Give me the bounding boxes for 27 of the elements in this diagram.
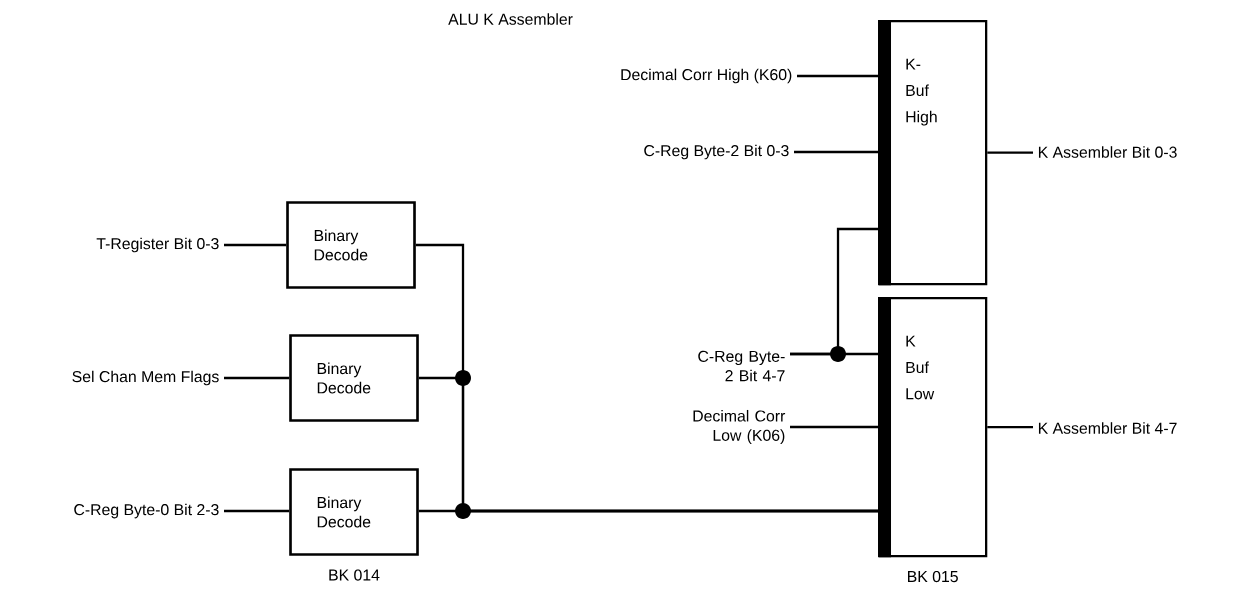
signal-line <box>790 425 878 429</box>
signal-line <box>418 509 878 513</box>
signal-line <box>224 243 287 247</box>
signal-line <box>797 74 878 78</box>
signal-label: C-Reg Byte-2 Bit 4-7 <box>698 350 785 382</box>
signal-line <box>790 352 878 356</box>
signal-line <box>987 151 1033 154</box>
decoder-box: Binary Decode <box>286 201 416 289</box>
signal-label: K Assembler Bit 0-3 <box>1038 146 1177 158</box>
signal-label: C-Reg Byte-2 Bit 0-3 <box>644 144 789 160</box>
buffer-box: K- Buf High <box>878 20 988 286</box>
decoder-box: Binary Decode <box>289 334 419 422</box>
signal-label: Sel Chan Mem Flags <box>72 370 219 386</box>
signal-label: K Assembler Bit 4-7 <box>1038 422 1177 434</box>
block-label: BK 015 <box>908 570 958 583</box>
decoder-box: Binary Decode <box>289 468 419 556</box>
signal-line <box>794 150 878 154</box>
title: ALU K Assembler <box>448 13 573 25</box>
signal-label: C-Reg Byte-0 Bit 2-3 <box>74 503 219 519</box>
block-label: BK 014 <box>329 569 380 581</box>
signal-line <box>987 426 1033 429</box>
signal-label: T-Register Bit 0-3 <box>96 237 219 253</box>
signal-line <box>224 509 290 513</box>
signal-line <box>224 376 290 380</box>
signal-label: Decimal Corr Low (K06) <box>693 409 786 445</box>
signal-label: Decimal Corr High (K60) <box>621 68 792 84</box>
buffer-box: K Buf Low <box>878 297 988 558</box>
